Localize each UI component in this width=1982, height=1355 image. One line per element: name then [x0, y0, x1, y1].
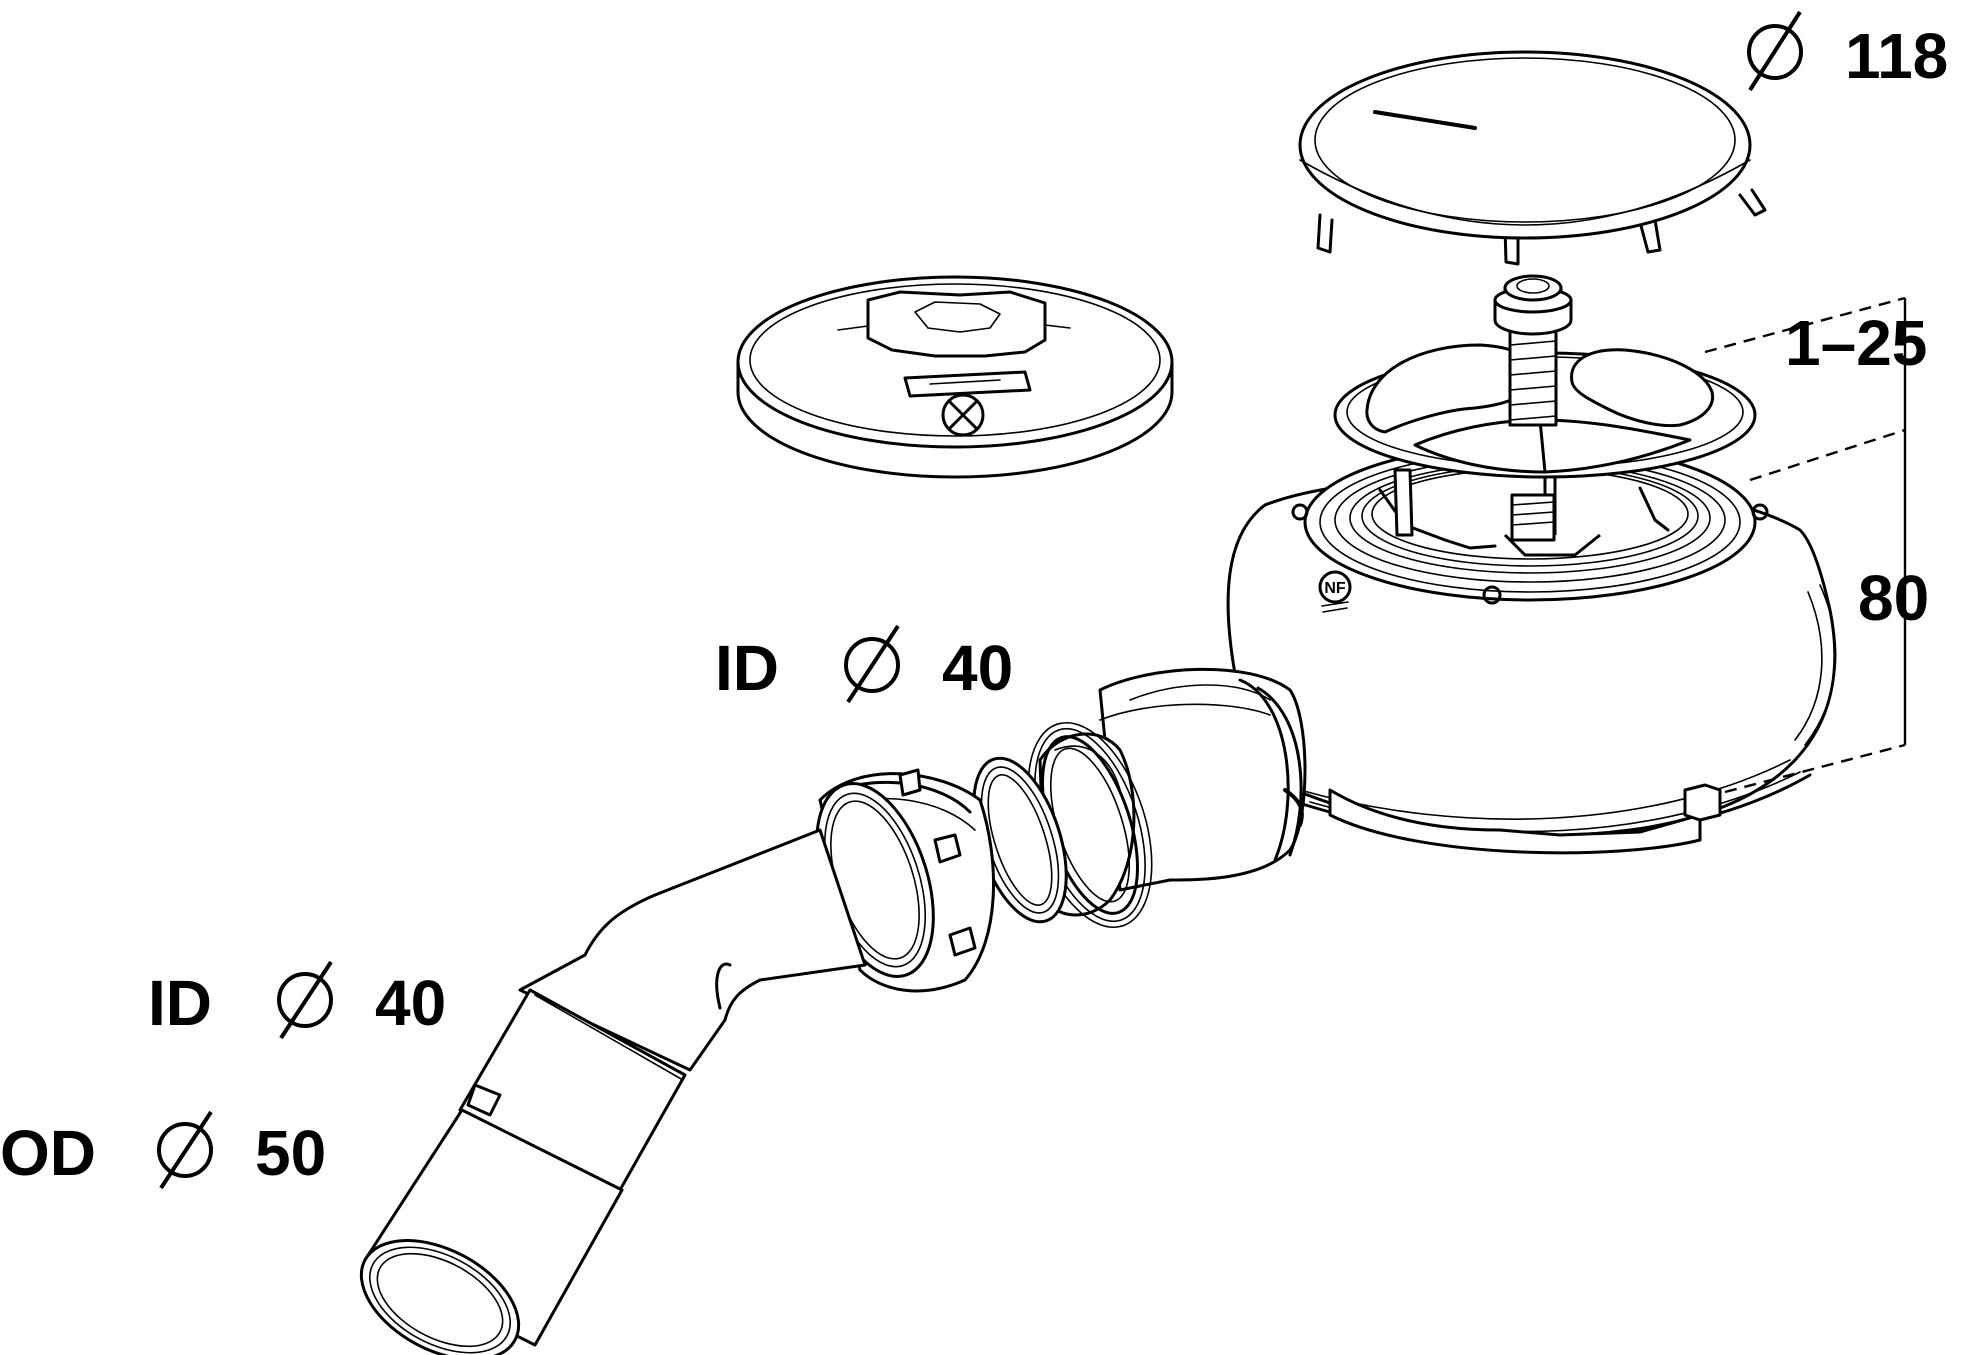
insert-disc — [736, 275, 1174, 479]
certification-mark: NF — [1324, 580, 1346, 597]
top-cover — [1298, 50, 1767, 266]
outlet-pipe — [359, 828, 867, 1355]
diameter-symbol-icon — [1747, 24, 1803, 80]
diameter-symbol-icon — [277, 972, 333, 1028]
center-screw — [1493, 274, 1573, 542]
cover-diameter-value: 118 — [1845, 20, 1948, 92]
label-outlet-id: ID 40 — [715, 624, 1013, 704]
certification-logo — [1318, 570, 1352, 604]
outlet-id-value: 40 — [942, 632, 1013, 704]
label-spigot-od: OD 50 — [0, 1110, 326, 1190]
spigot-id-value: 40 — [375, 967, 446, 1039]
diameter-symbol-icon — [157, 1122, 213, 1178]
spigot-od-prefix: OD — [0, 1117, 96, 1189]
spigot-id-prefix: ID — [148, 967, 212, 1039]
spigot-od-value: 50 — [255, 1117, 326, 1189]
adjust-height-label: 1–25 — [1785, 307, 1927, 379]
outlet-id-prefix: ID — [715, 632, 779, 704]
outlet-spigot — [1098, 667, 1307, 892]
label-diameter-118: 118 — [1747, 10, 1948, 92]
diameter-symbol-icon — [844, 637, 900, 693]
dimension-lines — [1704, 296, 1907, 794]
label-spigot-id: ID 40 — [148, 960, 446, 1040]
body-height-label: 80 — [1858, 562, 1929, 634]
